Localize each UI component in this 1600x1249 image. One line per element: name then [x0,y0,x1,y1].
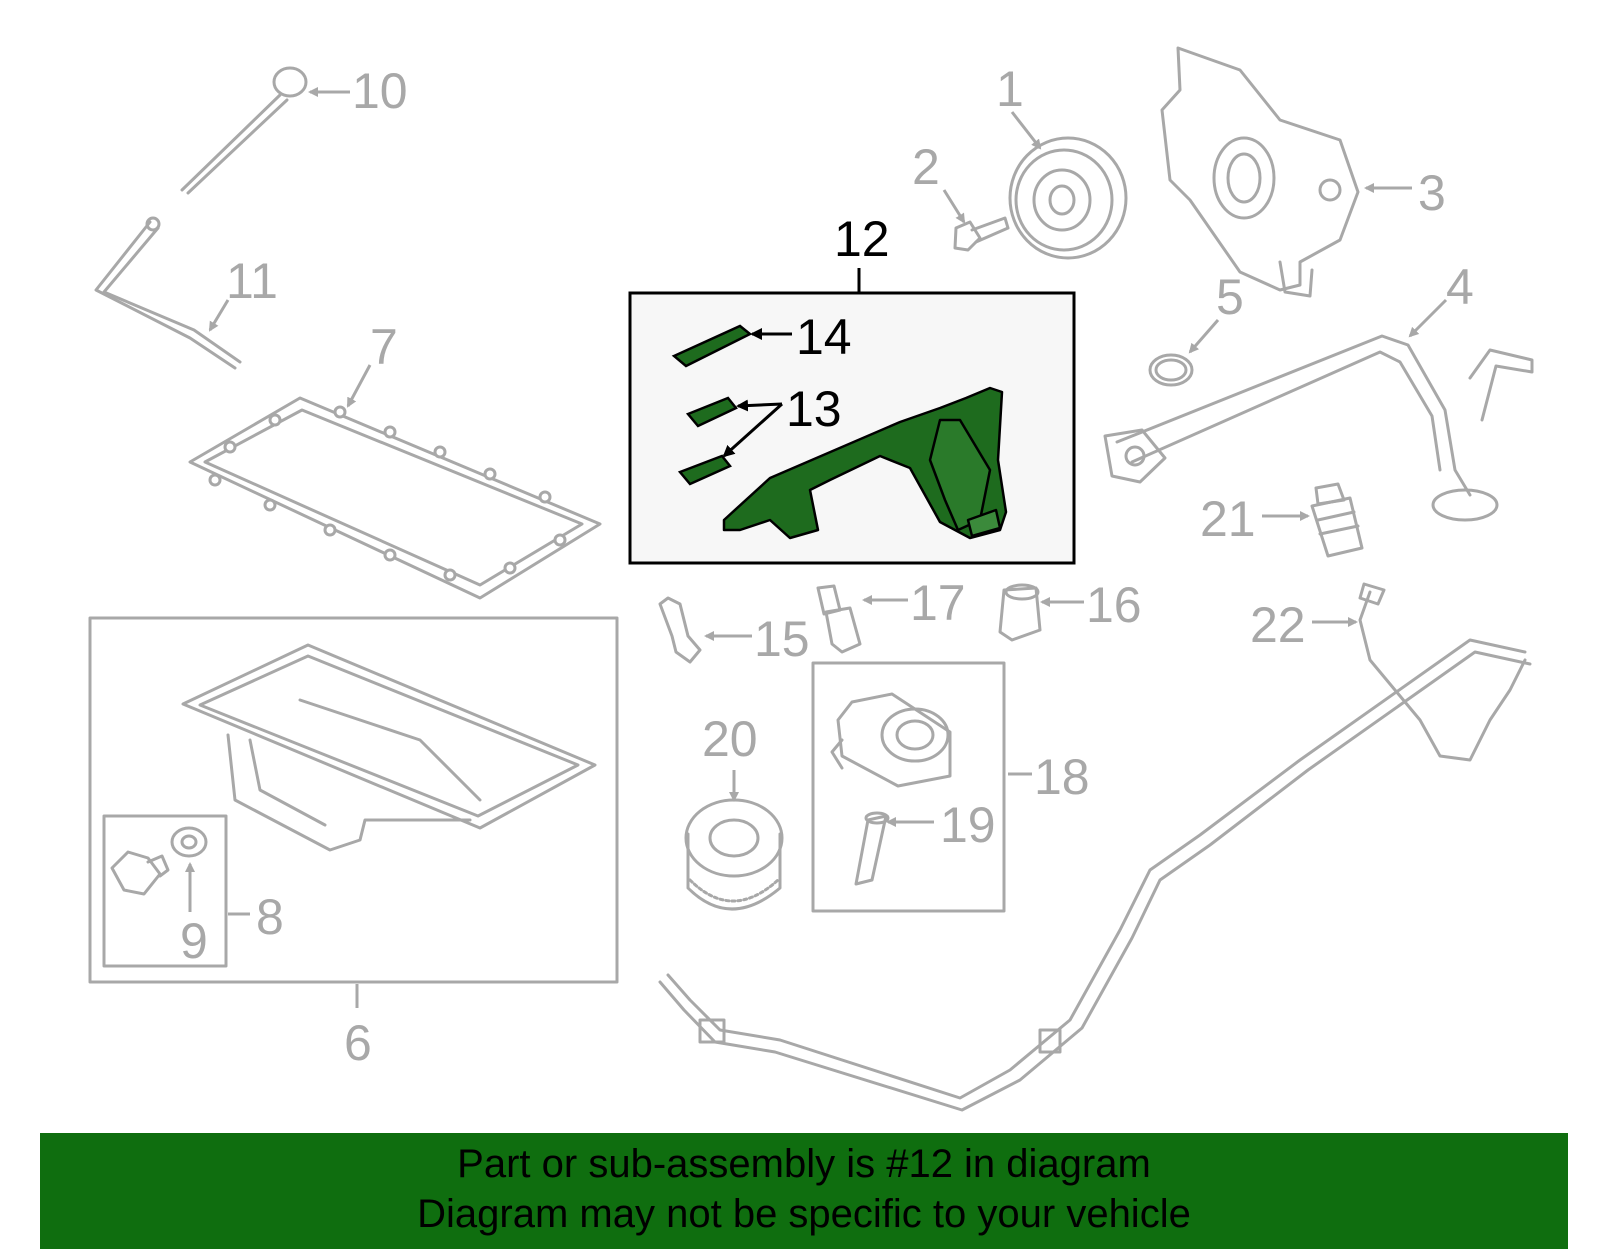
callout-9: 9 [180,913,208,969]
dipstick-tube-part [94,216,242,370]
cooler-bolt-part [854,811,890,886]
notice-banner: Part or sub-assembly is #12 in diagram D… [40,1133,1568,1249]
callout-12: 12 [834,211,890,267]
callout-5: 5 [1216,269,1244,325]
oil-cooler-part [830,692,952,788]
banner-line-2: Diagram may not be specific to your vehi… [417,1192,1191,1236]
callout-20: 20 [702,711,758,767]
callout-10: 10 [352,63,408,119]
wiring-harness-part [658,582,1532,1112]
plug-16-part [998,583,1042,642]
callout-3: 3 [1418,165,1446,221]
callout-2: 2 [912,139,940,195]
callout-8: 8 [256,889,284,945]
pressure-switch-part [816,584,862,654]
oil-cooler-group-box [811,661,1006,913]
sensor-15-part [658,596,702,664]
callout-21: 21 [1200,491,1256,547]
oil-pan-part [181,643,597,852]
callout-7: 7 [370,319,398,375]
o-ring-part [1148,353,1194,387]
callout-1: 1 [996,61,1024,117]
drain-plug-washer-part [170,826,208,858]
drain-plug-group-box [102,814,228,968]
leader-lines [185,87,1448,1008]
seal-13-highlight [677,396,738,486]
oil-pump-screen-highlight [722,386,1008,540]
callout-6: 6 [344,1015,372,1071]
fitting-part [1310,482,1364,558]
callout-13: 13 [786,381,842,437]
oil-pan-group-box [88,616,619,984]
oil-pickup-tube-part [1103,334,1534,522]
callout-15: 15 [754,611,810,667]
banner-line-1: Part or sub-assembly is #12 in diagram [457,1142,1151,1186]
dipstick-part [180,66,308,195]
callout-14: 14 [796,309,852,365]
oil-filter-part [684,798,784,911]
callout-17: 17 [910,575,966,631]
callout-18: 18 [1034,749,1090,805]
oil-pump-part [1160,46,1360,298]
callout-11: 11 [226,253,278,309]
callout-16: 16 [1086,577,1142,633]
callout-4: 4 [1446,259,1474,315]
callout-19: 19 [940,797,996,853]
oil-pan-gasket-part [188,396,602,600]
drain-plug-part [110,850,170,896]
pulley-bolt-part [953,216,1010,252]
highlight-leader-lines [722,328,792,458]
callout-22: 22 [1250,597,1306,653]
highlight-group-box [628,291,1076,565]
crankshaft-pulley-part [1008,136,1128,260]
